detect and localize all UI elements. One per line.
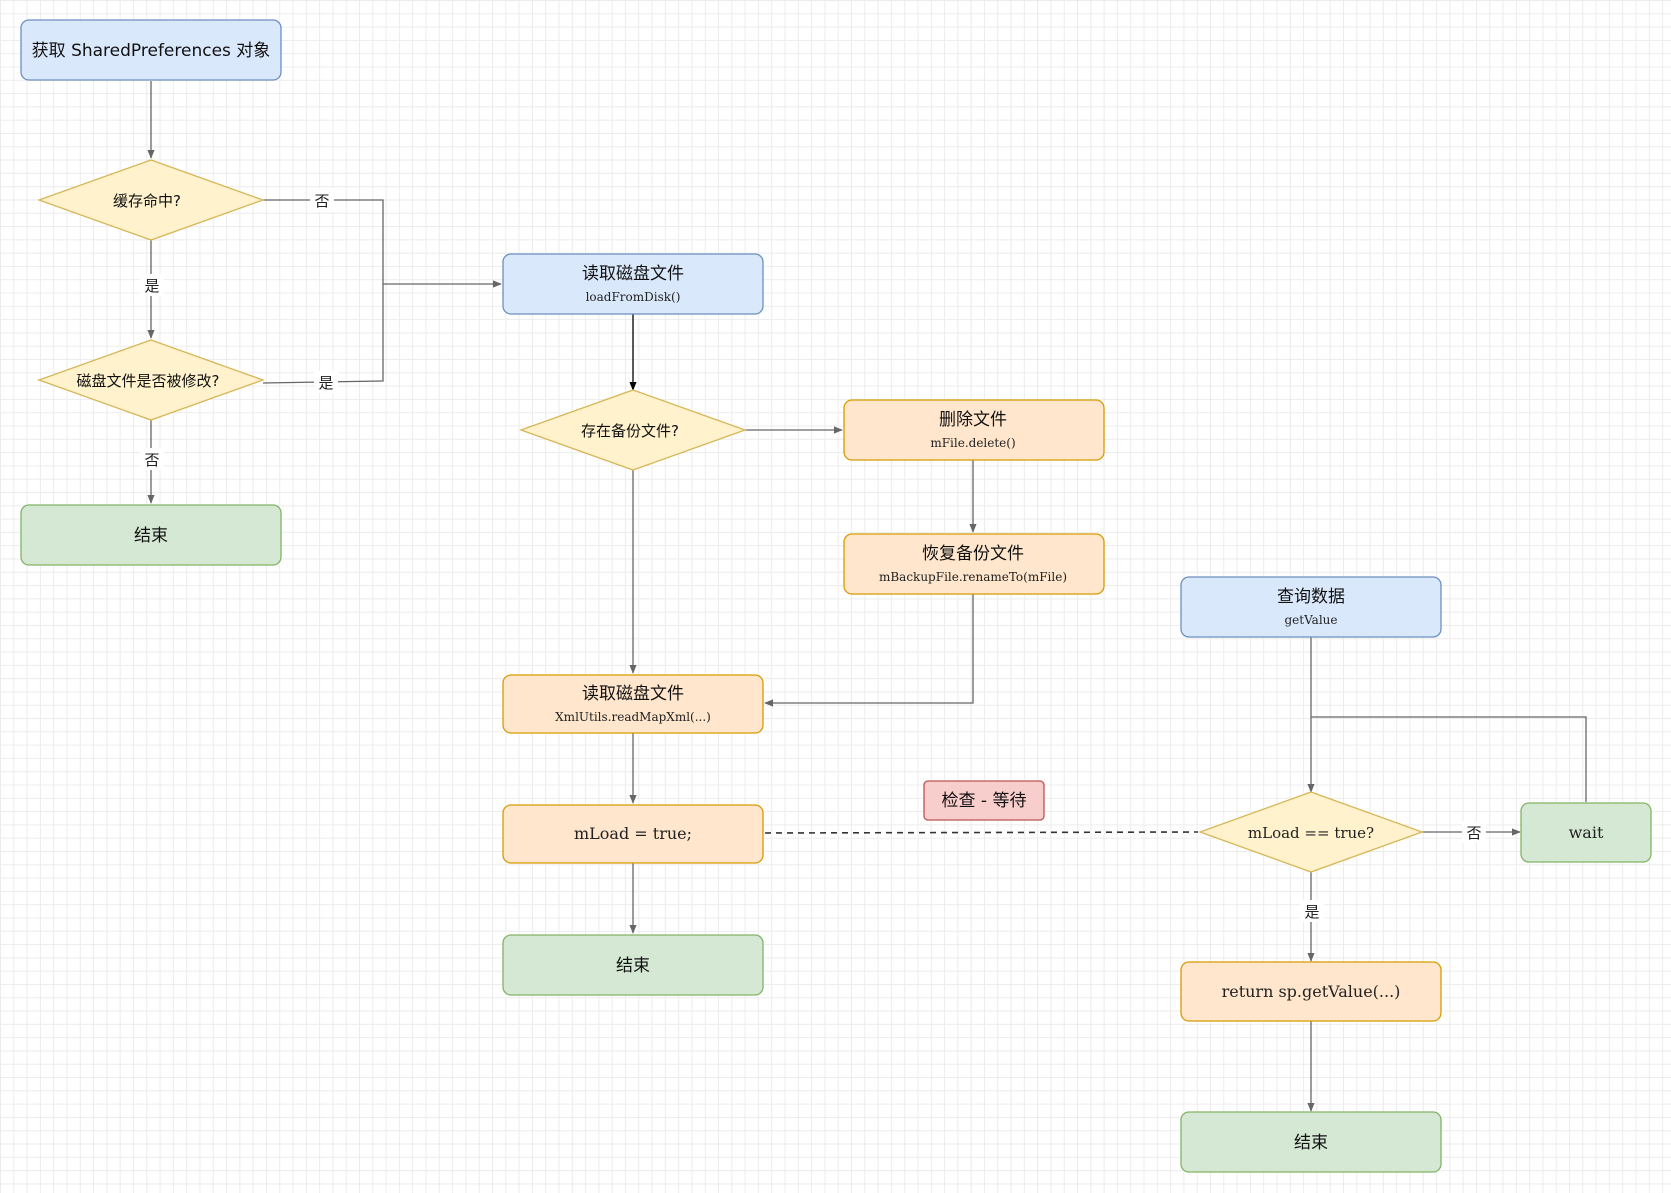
edge-label-modified-no: 否	[144, 451, 159, 469]
node-query-data-subtitle: getValue	[1285, 613, 1338, 627]
node-end-left: 结束	[20, 504, 282, 566]
node-check-wait: 检查 - 等待	[923, 780, 1045, 821]
node-end-middle-title: 结束	[616, 956, 650, 976]
node-mload-true-title: mLoad = true;	[574, 824, 692, 843]
node-restore-backup-title: 恢复备份文件	[922, 544, 1024, 564]
edge-label-mload-yes: 是	[1304, 903, 1319, 921]
node-get-sp-title: 获取 SharedPreferences 对象	[32, 41, 271, 61]
node-backup-exists-title: 存在备份文件?	[581, 422, 679, 440]
node-read-disk-subtitle: loadFromDisk()	[586, 290, 681, 304]
node-cache-hit: 缓存命中?	[37, 159, 265, 241]
node-end-left-title: 结束	[134, 526, 168, 546]
node-mload-true: mLoad = true;	[502, 804, 764, 864]
node-mload-check: mLoad == true?	[1198, 791, 1424, 873]
edge-restore-to-read-xml	[764, 594, 974, 707]
node-wait-title: wait	[1569, 823, 1604, 842]
node-end-right-title: 结束	[1294, 1133, 1328, 1153]
node-get-sp: 获取 SharedPreferences 对象	[20, 19, 282, 81]
edge-cache-hit-no	[263, 199, 384, 284]
node-backup-exists: 存在备份文件?	[519, 389, 747, 471]
edge-disk-modified-yes	[262, 284, 384, 384]
node-end-middle: 结束	[502, 934, 764, 996]
edge-label-modified-yes: 是	[318, 374, 333, 392]
node-return-value: return sp.getValue(...)	[1180, 961, 1442, 1022]
edge-label-cache-no: 否	[314, 192, 329, 210]
node-delete-file-subtitle: mFile.delete()	[930, 436, 1015, 450]
node-disk-modified: 磁盘文件是否被修改?	[37, 339, 265, 421]
node-restore-backup: 恢复备份文件 mBackupFile.renameTo(mFile)	[843, 533, 1105, 595]
node-delete-file: 删除文件 mFile.delete()	[843, 399, 1105, 461]
node-restore-backup-subtitle: mBackupFile.renameTo(mFile)	[879, 570, 1067, 584]
edge-label-mload-no: 否	[1466, 824, 1481, 842]
edge-wait-loop-back	[1311, 716, 1587, 802]
node-read-disk-title: 读取磁盘文件	[582, 264, 684, 284]
node-delete-file-title: 删除文件	[939, 410, 1007, 430]
edge-mload-check-wait-dashed	[764, 831, 1199, 834]
node-wait: wait	[1520, 802, 1652, 863]
node-end-right: 结束	[1180, 1111, 1442, 1173]
node-cache-hit-title: 缓存命中?	[113, 192, 181, 210]
node-mload-check-title: mLoad == true?	[1248, 824, 1374, 842]
node-query-data-title: 查询数据	[1277, 587, 1345, 607]
node-read-xml: 读取磁盘文件 XmlUtils.readMapXml(...)	[502, 674, 764, 734]
node-disk-modified-title: 磁盘文件是否被修改?	[77, 372, 220, 390]
node-read-disk: 读取磁盘文件 loadFromDisk()	[502, 253, 764, 315]
node-query-data: 查询数据 getValue	[1180, 576, 1442, 638]
edge-label-cache-yes: 是	[144, 277, 159, 295]
node-check-wait-title: 检查 - 等待	[942, 791, 1027, 811]
node-read-xml-subtitle: XmlUtils.readMapXml(...)	[555, 710, 711, 724]
node-return-value-title: return sp.getValue(...)	[1222, 982, 1401, 1001]
node-read-xml-title: 读取磁盘文件	[582, 684, 684, 704]
